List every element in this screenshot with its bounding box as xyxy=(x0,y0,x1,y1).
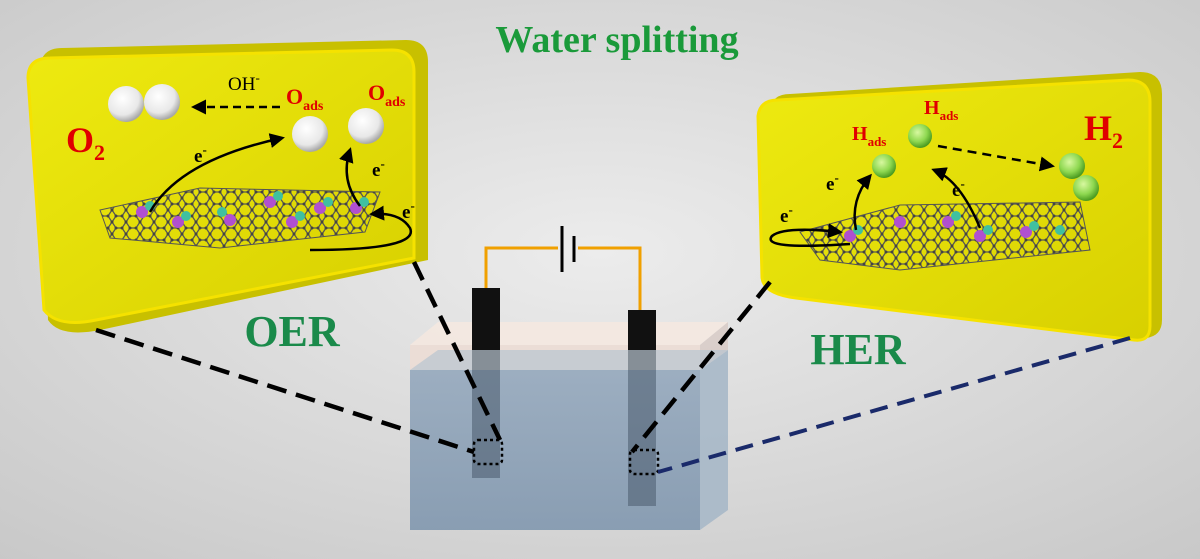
oer-adsorbate-1-label: Oads xyxy=(286,84,324,114)
oer-o2-atom-2 xyxy=(144,84,180,120)
her-electron-3-label: e- xyxy=(780,202,793,227)
oer-adsorbed-oxygen-2 xyxy=(348,108,384,144)
oer-connector-line-2 xyxy=(411,261,503,441)
anode-submerged xyxy=(472,370,500,478)
her-connector-line-1 xyxy=(630,280,772,454)
circuit-wire xyxy=(484,246,642,312)
her-adsorbate-2-label: Hads xyxy=(924,97,958,123)
her-adsorbed-hydrogen-1 xyxy=(872,154,896,178)
her-electron-arrow-2 xyxy=(931,167,982,229)
her-graphene-sheet xyxy=(799,201,1091,271)
oer-hydroxide-label: OH- xyxy=(228,70,260,95)
her-label: HER xyxy=(810,325,907,374)
her-panel: H2 Hads Hads e- e- e- xyxy=(756,72,1162,342)
electrolyte-water-front xyxy=(410,370,700,530)
oer-electron-arrow-3 xyxy=(309,205,413,252)
her-dashed-arrow xyxy=(937,144,1055,172)
oer-label: OER xyxy=(244,307,341,356)
her-electron-1-label: e- xyxy=(826,170,839,195)
her-adsorbate-1-label: Hads xyxy=(852,123,886,149)
her-adsorbed-hydrogen-2 xyxy=(908,124,932,148)
her-h2-atom-2 xyxy=(1073,175,1099,201)
oer-connector-line-1 xyxy=(95,327,475,455)
her-h2-atom-1 xyxy=(1059,153,1085,179)
oer-catalyst-sites xyxy=(136,191,369,228)
her-catalyst-sites xyxy=(844,211,1065,242)
electrolyte-water-side xyxy=(700,350,728,530)
oer-o2-atom-1 xyxy=(108,86,144,122)
oer-electron-arrow-2 xyxy=(339,147,361,207)
oer-panel: O2 OH- Oads Oads e- e- e- xyxy=(26,40,428,333)
container-top xyxy=(410,322,728,345)
cathode-submerged xyxy=(628,370,656,506)
her-electron-arrow-3 xyxy=(769,223,851,248)
her-electron-arrow-1 xyxy=(853,173,872,231)
oer-graphene-sheet xyxy=(99,187,381,249)
her-electron-2-label: e- xyxy=(952,176,965,201)
oer-electron-arrow-1 xyxy=(148,133,285,213)
oer-adsorbate-2-label: Oads xyxy=(368,80,406,110)
electrolyte-water-surface xyxy=(410,350,728,370)
oer-electron-3-label: e- xyxy=(402,198,415,223)
electrolysis-cell xyxy=(410,226,728,530)
oer-electron-2-label: e- xyxy=(372,156,385,181)
her-product-label: H2 xyxy=(1084,108,1123,153)
her-connector-line-2 xyxy=(657,336,1131,474)
oer-electron-1-label: e- xyxy=(194,142,207,167)
diagram-title: Water splitting xyxy=(495,19,738,61)
oer-adsorbed-oxygen-1 xyxy=(292,116,328,152)
oer-product-label: O2 xyxy=(66,120,105,165)
